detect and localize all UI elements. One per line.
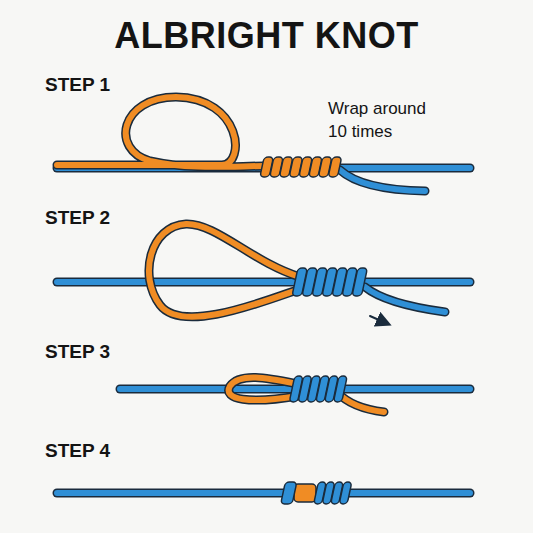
coil-turn — [333, 376, 347, 402]
step-label: STEP 3 — [45, 341, 110, 363]
step-label: STEP 4 — [45, 440, 110, 462]
step4-drawing — [57, 484, 470, 502]
title: ALBRIGHT KNOT — [0, 14, 533, 58]
step-label: STEP 1 — [45, 74, 110, 96]
coil-turn — [352, 268, 367, 296]
step-label: STEP 2 — [45, 207, 110, 229]
step2-drawing — [57, 224, 470, 324]
coil-turn — [281, 482, 297, 504]
note: Wrap around 10 times — [328, 97, 446, 143]
step1-drawing — [57, 97, 470, 191]
coil-turn — [328, 157, 342, 177]
coil-turn — [339, 482, 352, 504]
coil-wraps — [260, 157, 368, 504]
